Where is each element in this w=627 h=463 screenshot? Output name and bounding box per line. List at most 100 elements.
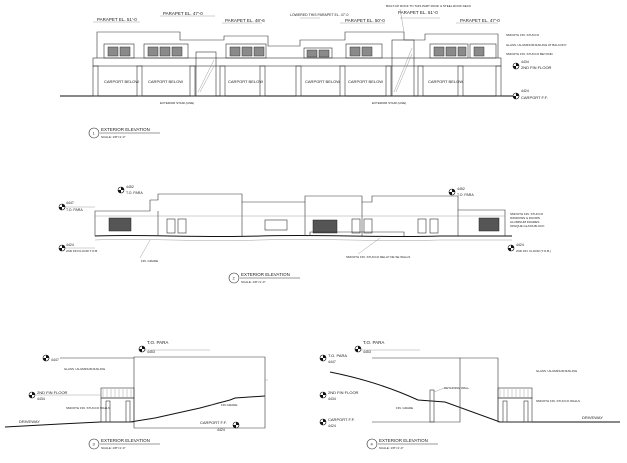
level-value: 4453 — [363, 350, 371, 354]
level-marker-icon — [28, 391, 36, 399]
material-note: OPAQUE GLASS BLOCK — [510, 224, 544, 228]
driveway-label: DRIVEWAY — [19, 419, 40, 424]
elevation-scale: SCALE: 1/8"=1'-0" — [241, 280, 265, 284]
level-value: 4452 — [457, 187, 465, 191]
roofline — [96, 31, 499, 58]
level-value: 4424 — [217, 428, 225, 432]
roof-note: BUILT-UP ROOF TO THIS PART ROOF & STEEL … — [386, 4, 471, 8]
level-label: T.O. PARA — [457, 193, 474, 197]
level-marker-icon — [319, 391, 327, 399]
elevation-number-icon: 2 — [228, 272, 240, 284]
carport-label: CARPORT BELOW — [148, 79, 183, 84]
level-label: CARPORT F.F. — [328, 417, 355, 422]
grade-line — [329, 371, 620, 423]
parapet-label: PARAPET EL. 48'-6 — [225, 18, 265, 23]
level-marker-icon — [138, 345, 146, 353]
carport-label: CARPORT BELOW — [104, 79, 139, 84]
level-value: 4447 — [51, 358, 59, 362]
elevation-title: EXTERIOR ELEVATION — [241, 272, 290, 277]
level-label: 2ND FIN FLOOR T.O.B. — [66, 249, 98, 253]
level-label: T.O. PARA — [66, 208, 83, 212]
level-value: 4424 — [516, 243, 524, 247]
column — [502, 400, 508, 423]
stair-note: EXTERIOR STAIR (LINE) — [372, 101, 406, 105]
elevation-1: CARPORT BELOW CARPORT BELOW CARPORT BELO… — [60, 4, 567, 139]
retaining-wall — [429, 389, 435, 423]
elevation-number: 2 — [233, 276, 236, 281]
elevation-number: 3 — [93, 442, 96, 447]
building-mass-right — [460, 357, 499, 422]
stair-hatch — [197, 47, 413, 93]
lower-block — [100, 397, 135, 423]
level-value: 4452 — [126, 185, 134, 189]
level-label: 2ND FIN FLOOR — [521, 65, 552, 70]
column — [523, 400, 529, 423]
window — [312, 219, 338, 234]
material-note: SMOOTH FIN. STUCCO WALLS — [66, 406, 110, 410]
railing-balusters — [102, 389, 132, 397]
window — [478, 217, 500, 232]
elevation-title: EXTERIOR ELEVATION — [379, 438, 428, 443]
level-value: 4424 — [521, 89, 529, 93]
parapet-callouts: PARAPET EL. 51'-0 PARAPET EL. 47'-0 PARA… — [93, 10, 500, 24]
material-note: SMOOTH FIN. STUCCO WALLS — [536, 399, 580, 403]
parapet-label: PARAPET EL. 47'-0 — [163, 11, 203, 16]
balcony-rail — [100, 387, 135, 399]
upper-windows — [107, 46, 485, 58]
level-value: 4434 — [521, 60, 529, 64]
parapet-label: PARAPET EL. 47'-0 — [460, 18, 500, 23]
stucco-note: SMOOTH FIN. STUCCO RELAY DE SE WALLS — [346, 255, 410, 259]
elevation-number: 4 — [371, 442, 374, 447]
level-value: 4447 — [66, 201, 74, 205]
door — [166, 218, 176, 234]
building-mass — [372, 357, 461, 423]
level-marker-icon — [42, 354, 50, 362]
upper-unit — [143, 43, 189, 59]
upper-unit — [429, 43, 469, 59]
window — [108, 217, 132, 232]
level-label: T.O. PARA — [328, 353, 347, 358]
retaining-note: RETAINING WALL — [444, 386, 469, 390]
elevation-number-icon: 1 — [88, 127, 100, 139]
level-label: T.O. PARA — [147, 340, 168, 345]
grade-note: FIN GRADE — [221, 403, 237, 407]
lower-block — [497, 397, 533, 423]
level-marker-icon — [448, 188, 456, 196]
leader-line — [433, 387, 445, 393]
elevation-number-icon: 3 — [88, 438, 100, 450]
material-note: GLASS / ALUMINUM RAILING AT BALCONY — [506, 43, 567, 47]
level-marker-icon — [512, 62, 520, 70]
column — [105, 400, 111, 423]
door — [363, 218, 373, 234]
level-label: CARPORT F.F. — [521, 95, 548, 100]
door — [417, 218, 427, 234]
upper-unit — [103, 43, 135, 59]
window — [264, 219, 288, 231]
level-marker-icon — [58, 244, 66, 252]
balcony-band — [92, 57, 502, 67]
level-marker-icon — [117, 186, 125, 194]
stair-tower — [195, 51, 217, 97]
leader-line — [357, 237, 381, 255]
carport-label: CARPORT BELOW — [228, 79, 263, 84]
elevation-4: RETAINING WALL FIN. GRADE T.O. PARA 4453… — [319, 340, 620, 450]
level-value: 4447 — [328, 360, 336, 364]
level-marker-icon — [354, 345, 362, 353]
level-label: 2ND FIN FLOOR — [37, 390, 68, 395]
material-note: SMOOTH FIN. STUCCO — [506, 33, 540, 37]
parapet-label: LOWERED THIS PARAPET EL. 47'-0 — [290, 13, 348, 17]
level-marker-icon — [319, 354, 327, 362]
grade-line-lower — [94, 239, 512, 241]
level-label: CARPORT F.F. — [200, 420, 227, 425]
parapet-label: PARAPET EL. 50'-0 — [345, 18, 385, 23]
level-value: 4434 — [328, 397, 336, 401]
elevation-title: EXTERIOR ELEVATION — [101, 127, 150, 132]
elevation-2: 4447 T.O. PARA 4424 2ND FIN FLOOR T.O.B.… — [58, 185, 551, 284]
material-note: WINDOWS & DOORS — [510, 216, 540, 220]
grade-line — [229, 395, 266, 401]
building-mass — [133, 356, 266, 429]
level-label: 2ND FIN. FLOOR (T.O.B.) — [516, 249, 551, 253]
door — [177, 218, 187, 234]
upper-unit — [345, 43, 383, 59]
